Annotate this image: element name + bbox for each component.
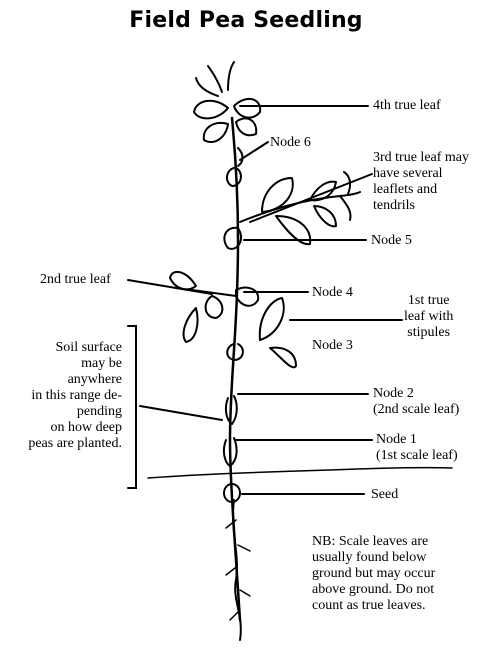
note-line: ground but may occur <box>312 566 435 582</box>
label-line: have several <box>373 166 469 182</box>
leader-node6 <box>240 142 268 160</box>
leaf-3-petiole <box>240 192 360 222</box>
soil-line <box>148 468 452 478</box>
leaf-4-lower-right <box>236 118 256 135</box>
note-scale-leaves: NB: Scale leaves are usually found below… <box>312 534 435 614</box>
label-line: tendrils <box>373 198 469 214</box>
label-node-5: Node 5 <box>371 233 412 249</box>
label-node-2: Node 2 (2nd scale leaf) <box>373 386 459 418</box>
label-line: in this range de- <box>24 388 122 404</box>
leaf-2-leaflet-b <box>184 308 198 342</box>
label-line: leaflets and <box>373 182 469 198</box>
label-soil-surface: Soil surface may be anywhere in this ran… <box>24 340 122 452</box>
leaf-2-stipule <box>206 296 223 318</box>
label-line: 1st true <box>404 293 453 309</box>
label-3rd-true-leaf: 3rd true leaf may have several leaflets … <box>373 150 469 214</box>
label-4th-true-leaf: 4th true leaf <box>373 98 441 114</box>
node-6-stipule <box>227 168 241 186</box>
label-line: (1st scale leaf) <box>376 448 458 464</box>
label-line: (2nd scale leaf) <box>373 402 459 418</box>
leader-soil <box>140 406 222 420</box>
label-node-6: Node 6 <box>270 135 311 151</box>
leaf-1-leaflet <box>260 298 284 340</box>
label-line: Soil surface <box>24 340 122 356</box>
leader-leaf3 <box>250 174 372 222</box>
leaf-4-right <box>234 99 260 118</box>
label-node-3: Node 3 <box>312 338 353 354</box>
label-line: Node 2 <box>373 386 459 402</box>
node-4-stipule <box>236 288 258 306</box>
note-line: above ground. Do not <box>312 582 435 598</box>
label-2nd-true-leaf: 2nd true leaf <box>40 272 111 288</box>
label-line: stipules <box>404 325 453 341</box>
label-seed: Seed <box>371 487 398 503</box>
label-line: may be <box>24 356 122 372</box>
note-line: usually found below <box>312 550 435 566</box>
soil-range-bracket <box>128 326 136 488</box>
leaf-4-left <box>194 101 228 119</box>
label-line: peas are planted. <box>24 436 122 452</box>
leaf-1-leaflet-lower <box>270 348 296 368</box>
leader-leaf2 <box>128 280 212 294</box>
label-line: 3rd true leaf may <box>373 150 469 166</box>
label-node-4: Node 4 <box>312 285 353 301</box>
label-line: on how deep <box>24 420 122 436</box>
label-1st-true-leaf: 1st true leaf with stipules <box>404 293 453 341</box>
note-line: count as true leaves. <box>312 598 435 614</box>
label-line: anywhere <box>24 372 122 388</box>
label-line: pending <box>24 404 122 420</box>
shoot-tip <box>196 62 234 96</box>
label-line: leaf with <box>404 309 453 325</box>
label-node-1: Node 1 (1st scale leaf) <box>376 432 458 464</box>
leaf-4-lower <box>204 123 228 142</box>
note-line: NB: Scale leaves are <box>312 534 435 550</box>
label-line: Node 1 <box>376 432 458 448</box>
leaf-3-leaflet-d <box>314 206 336 226</box>
